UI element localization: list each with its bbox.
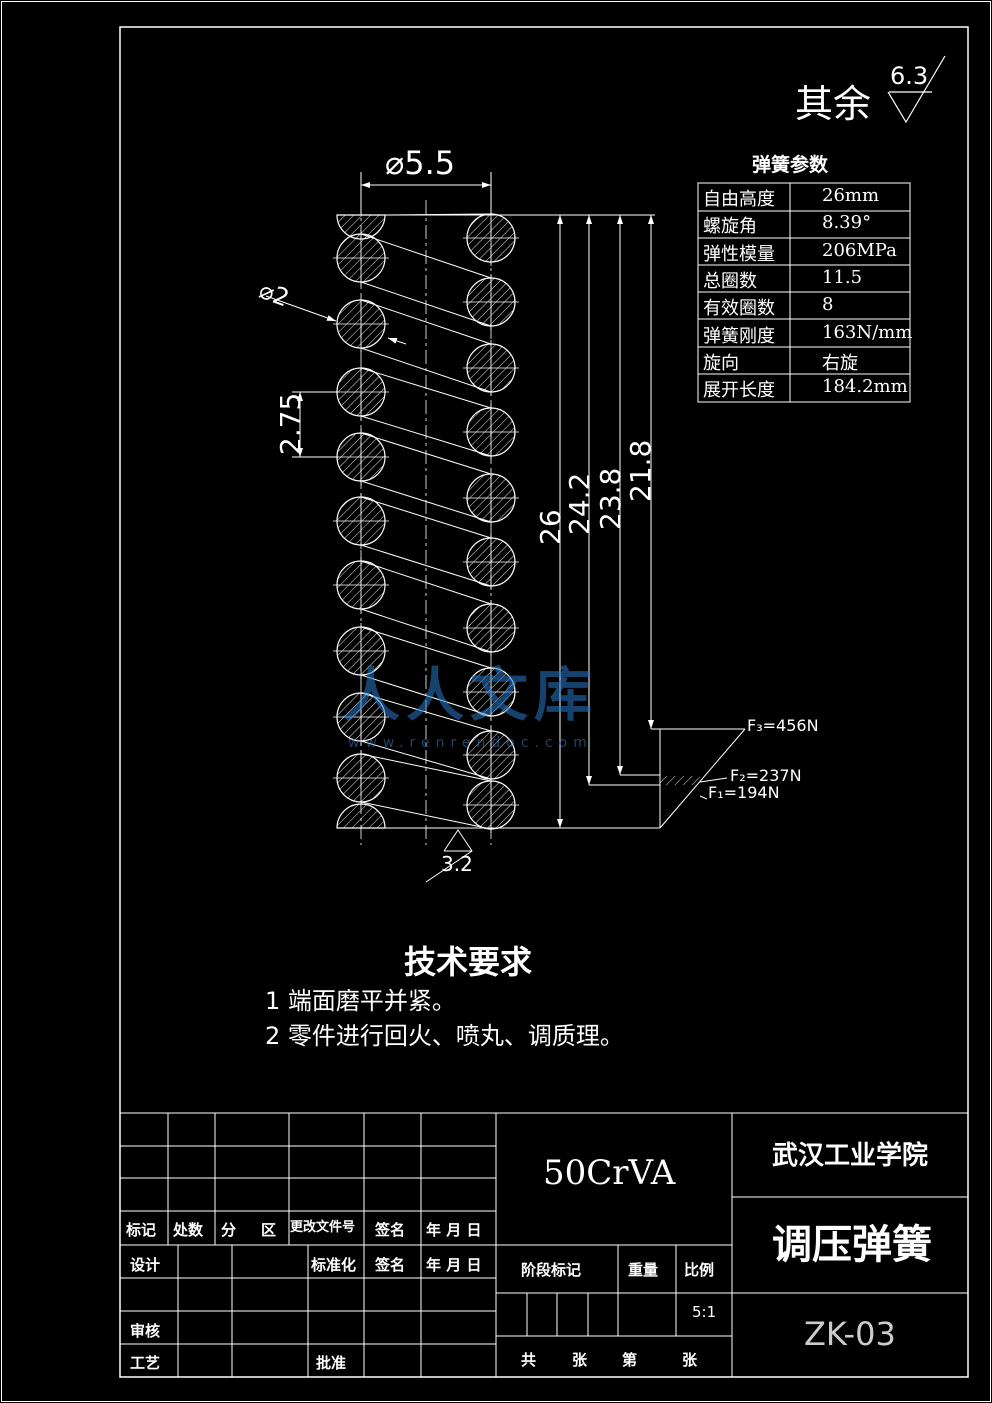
scale-value: 5:1 bbox=[692, 1303, 717, 1321]
tb-sign2: 签名 bbox=[375, 1256, 406, 1274]
param-value: 206MPa bbox=[822, 239, 897, 261]
param-value: 8 bbox=[822, 294, 834, 316]
dimension-lines bbox=[265, 172, 746, 883]
tb-nth: 第 bbox=[622, 1351, 638, 1369]
tb-sign: 签名 bbox=[375, 1221, 406, 1239]
spring-end-bottom bbox=[336, 803, 386, 829]
watermark-text: 人人文库 bbox=[342, 661, 599, 729]
tb-review: 审核 bbox=[130, 1322, 161, 1340]
dim-pitch: 2.75 bbox=[274, 392, 307, 455]
force-hatch bbox=[660, 776, 700, 785]
param-name: 展开长度 bbox=[703, 380, 775, 402]
surface-finish-value: 6.3 bbox=[890, 62, 929, 90]
tb-design: 设计 bbox=[130, 1256, 161, 1274]
tb-ratio: 比例 bbox=[684, 1261, 715, 1279]
spring-params-title: 弹簧参数 bbox=[752, 154, 829, 176]
tb-change-doc: 更改文件号 bbox=[290, 1220, 356, 1235]
tb-sheets: 张 bbox=[572, 1351, 588, 1369]
watermark-url: www.renrendoc.com bbox=[348, 735, 593, 751]
param-value: 26mm bbox=[822, 185, 880, 206]
surface-finish-symbol bbox=[887, 55, 946, 124]
coil-line bbox=[360, 496, 492, 539]
param-name: 弹簧刚度 bbox=[703, 325, 775, 347]
param-value: 11.5 bbox=[822, 266, 863, 288]
dim-height-23-8: 23.8 bbox=[594, 467, 627, 530]
tb-process: 工艺 bbox=[130, 1354, 161, 1372]
param-value: 右旋 bbox=[822, 352, 858, 374]
tb-date2: 年 月 日 bbox=[426, 1256, 482, 1274]
material: 50CrVA bbox=[543, 1153, 676, 1193]
force-f3: F₃=456N bbox=[747, 716, 819, 735]
title-block-lines bbox=[120, 1112, 968, 1377]
drawing-number: ZK-03 bbox=[804, 1315, 896, 1353]
param-name: 螺旋角 bbox=[703, 216, 757, 238]
tb-weight: 重量 bbox=[628, 1261, 659, 1279]
param-name: 有效圈数 bbox=[703, 298, 775, 320]
param-name: 自由高度 bbox=[703, 189, 775, 210]
force-f2: F₂=237N bbox=[730, 766, 802, 785]
dim-height-21-8: 21.8 bbox=[624, 439, 657, 502]
tb-date: 年 月 日 bbox=[426, 1221, 482, 1239]
force-f1: F₁=194N bbox=[708, 783, 780, 802]
tb-approve: 批准 bbox=[316, 1354, 347, 1372]
param-value: 184.2mm bbox=[822, 376, 908, 398]
param-name: 弹性模量 bbox=[703, 243, 775, 265]
tb-count: 处数 bbox=[173, 1221, 204, 1239]
tb-mark: 标记 bbox=[126, 1221, 157, 1239]
tb-total: 共 bbox=[521, 1351, 537, 1369]
param-name: 旋向 bbox=[703, 352, 739, 374]
institution: 武汉工业学院 bbox=[772, 1141, 929, 1171]
spring-params-table bbox=[697, 182, 911, 403]
drawing-frame bbox=[119, 26, 969, 1378]
tb-stage: 阶段标记 bbox=[521, 1261, 582, 1279]
spring-section-view bbox=[333, 200, 519, 845]
param-value: 8.39° bbox=[822, 212, 872, 234]
param-name: 总圈数 bbox=[703, 270, 757, 292]
tb-zone-qu: 区 bbox=[261, 1221, 277, 1239]
tb-sheet: 张 bbox=[682, 1351, 698, 1369]
tb-standard: 标准化 bbox=[311, 1256, 357, 1274]
tech-req-title: 技术要求 bbox=[404, 943, 533, 981]
dim-outer-diameter: ⌀5.5 bbox=[385, 144, 456, 182]
coil-line bbox=[360, 801, 492, 830]
coil-line bbox=[360, 299, 492, 345]
tb-zone-fen: 分 bbox=[221, 1221, 237, 1239]
bottom-roughness-value: 3.2 bbox=[441, 852, 473, 876]
coil-line bbox=[360, 544, 492, 587]
tech-req-item-1: 1 端面磨平并紧。 bbox=[265, 987, 456, 1015]
surface-finish-label: 其余 bbox=[795, 82, 872, 126]
param-value: 163N/mm bbox=[822, 321, 913, 343]
coil-line bbox=[360, 626, 492, 669]
tech-req-item-2: 2 零件进行回火、喷丸、调质理。 bbox=[265, 1022, 624, 1050]
coil-line bbox=[360, 753, 492, 782]
dim-height-24-2: 24.2 bbox=[563, 472, 596, 535]
drawing-name: 调压弹簧 bbox=[772, 1222, 932, 1268]
